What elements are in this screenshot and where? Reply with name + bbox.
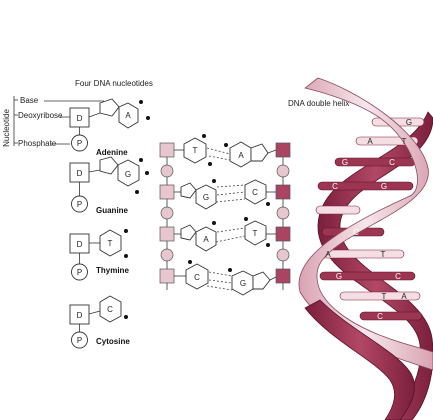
left-base-letter: G (203, 193, 209, 202)
deoxyribose-label: Deoxyribose (18, 111, 63, 120)
helix-base-letter: G (336, 272, 342, 281)
base-pair-3: A T (174, 217, 276, 252)
base-pair-4: C G (174, 260, 277, 296)
helix-base-letter: G (342, 158, 348, 167)
nucleotide-guanine: D P G Guanine (69, 156, 149, 215)
left-base-letter: T (193, 146, 198, 155)
nucleotide-legend: Nucleotide Base Deoxyribose Phosphate (2, 96, 104, 148)
base-pair-1: T A (174, 134, 277, 168)
base-pentagon (99, 156, 119, 175)
phosphate-circle (71, 195, 88, 213)
helix-base-letter: C (395, 272, 401, 281)
right-base-letter: T (253, 229, 258, 238)
left-base-hexagon (195, 226, 217, 252)
left-base-letter: C (194, 273, 200, 282)
helix-base-letter: C (353, 228, 359, 237)
base-hexagon (99, 295, 122, 323)
helix-base-letter: G (406, 118, 412, 127)
helix-title: DNA double helix (288, 99, 349, 108)
deoxyribose-symbol: D (77, 311, 83, 320)
nucleotide-group-label: Nucleotide (2, 109, 11, 147)
helix-base-letter: C (332, 182, 338, 191)
right-base (244, 220, 267, 246)
base-pentagon (99, 98, 120, 117)
nucleotide-name: Adenine (96, 148, 128, 157)
phosphate-symbol: P (77, 200, 82, 209)
nucleotide-thymine: D P T Thymine (69, 229, 129, 281)
nucleotide-adenine: D P A Adenine (69, 98, 150, 157)
helix-base-letter: C (389, 158, 395, 167)
base-hexagon (99, 229, 122, 257)
base-letter: G (125, 170, 131, 179)
left-base (185, 263, 209, 290)
phosphate-circle (71, 134, 88, 152)
base-letter: A (125, 111, 131, 120)
left-base-letter: A (203, 235, 209, 244)
nucleotides-title: Four DNA nucleotides (75, 79, 153, 88)
right-base-letter: C (252, 188, 258, 197)
phosphate-symbol: P (77, 268, 82, 277)
left-base-pentagon (180, 182, 197, 199)
dna-double-helix: G A T G C C G C A T G C T A C (298, 77, 433, 420)
phosphate-circle (71, 331, 88, 349)
helix-strand-lower (304, 299, 415, 420)
helix-base-letter: T (381, 250, 386, 259)
right-base-pentagon (250, 143, 269, 162)
helix-strand-front (298, 77, 433, 371)
helix-base-letter: T (402, 137, 407, 146)
nucleotide-cytosine: D P C Cytosine (69, 295, 130, 349)
base-pair-2: G C (174, 179, 276, 210)
deoxyribose-symbol: D (77, 240, 83, 249)
base-letter: T (108, 239, 113, 248)
left-base (183, 137, 207, 164)
helix-base-letter: G (381, 182, 387, 191)
helix-base-letter: C (377, 312, 383, 321)
phosphate-circle (71, 263, 88, 281)
base-letter: C (107, 305, 113, 314)
right-base (244, 179, 267, 205)
base-hexagon (118, 102, 139, 129)
right-base-pentagon (252, 271, 271, 290)
nucleotide-name: Cytosine (96, 337, 130, 346)
dna-ladder: T A G C A (159, 134, 291, 296)
right-base-letter: G (240, 279, 246, 288)
helix-base-letter: T (382, 292, 387, 301)
nucleotide-name: Guanine (96, 206, 129, 215)
base-label: Base (20, 96, 39, 105)
base-hexagon (117, 159, 140, 187)
phosphate-label: Phosphate (18, 139, 57, 148)
deoxyribose-symbol: D (77, 169, 83, 178)
phosphate-symbol: P (77, 336, 82, 345)
right-base-letter: A (238, 151, 244, 160)
nucleotide-name: Thymine (96, 266, 129, 275)
deoxyribose-symbol: D (77, 114, 83, 123)
phosphate-symbol: P (77, 139, 82, 148)
helix-base-letter: A (401, 292, 407, 301)
helix-base-letter: A (325, 250, 331, 259)
left-base-pentagon (180, 224, 197, 241)
left-base-hexagon (195, 184, 217, 210)
helix-rungs (315, 117, 425, 321)
helix-base-letter: A (367, 137, 373, 146)
